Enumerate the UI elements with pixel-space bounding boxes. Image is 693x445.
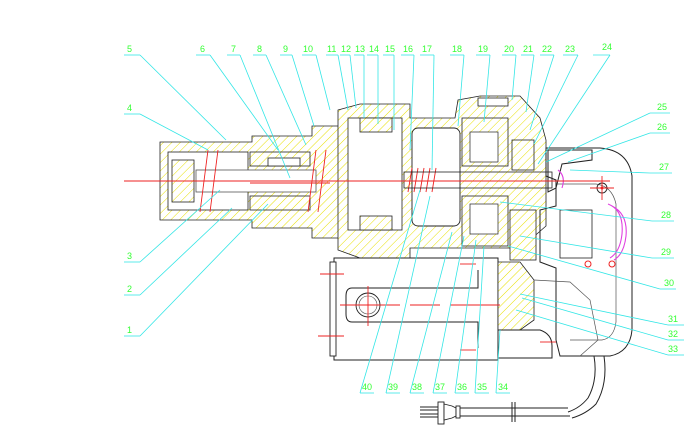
part-label-19: 19 (478, 44, 488, 54)
motor-side-plate (329, 261, 337, 357)
part-label-12: 12 (341, 44, 351, 54)
part-label-3: 3 (127, 251, 132, 261)
part-label-37: 37 (435, 382, 445, 392)
handle-rivet-1 (584, 260, 592, 268)
part-label-2: 2 (127, 284, 132, 294)
part-label-7: 7 (231, 44, 236, 54)
lever-spring (557, 169, 564, 189)
part-label-8: 8 (257, 44, 262, 54)
part-label-29: 29 (661, 247, 671, 257)
switch-block (559, 209, 593, 259)
part-label-20: 20 (504, 44, 514, 54)
part-label-18: 18 (452, 44, 462, 54)
part-label-15: 15 (385, 44, 395, 54)
part-label-23: 23 (565, 44, 575, 54)
part-label-1: 1 (127, 325, 132, 335)
part-label-39: 39 (388, 382, 398, 392)
part-label-38: 38 (412, 382, 422, 392)
part-label-21: 21 (523, 44, 533, 54)
part-label-32: 32 (668, 329, 678, 339)
intermediate-gear (509, 209, 537, 261)
main-shaft (403, 171, 553, 189)
part-label-16: 16 (403, 44, 413, 54)
part-label-28: 28 (661, 210, 671, 220)
handle-rivet-2 (608, 260, 616, 268)
part-label-40: 40 (362, 382, 372, 392)
part-label-5: 5 (127, 44, 132, 54)
part-label-4: 4 (127, 103, 132, 113)
motor-endcap (497, 329, 553, 359)
part-label-10: 10 (303, 44, 313, 54)
part-label-24: 24 (602, 42, 612, 52)
motor-slot (345, 270, 479, 348)
leader-lines (124, 54, 684, 394)
lower-housing (533, 279, 599, 357)
part-label-13: 13 (355, 44, 365, 54)
cord-strain-relief (567, 355, 606, 419)
sleeve-lower (249, 195, 311, 211)
part-label-36: 36 (457, 382, 467, 392)
part-label-31: 31 (668, 314, 678, 324)
plug (420, 401, 461, 425)
part-label-11: 11 (327, 44, 336, 54)
part-label-6: 6 (200, 44, 205, 54)
bearing-upper (359, 117, 393, 133)
gear-bore-upper (469, 131, 499, 163)
part-label-35: 35 (477, 382, 487, 392)
part-label-30: 30 (664, 278, 674, 288)
tool-body (159, 95, 633, 425)
part-label-17: 17 (422, 44, 432, 54)
part-label-34: 34 (498, 382, 508, 392)
gear-bore-lower (469, 203, 499, 235)
clutch-cavity (347, 117, 403, 231)
top-screw (477, 97, 509, 107)
motor-housing (333, 257, 499, 361)
part-label-9: 9 (283, 44, 288, 54)
part-label-26: 26 (657, 122, 667, 132)
part-label-27: 27 (659, 162, 669, 172)
handle-inner (556, 183, 617, 341)
part-label-14: 14 (369, 44, 379, 54)
part-label-22: 22 (542, 44, 552, 54)
part-label-25: 25 (657, 102, 667, 112)
part-label-33: 33 (668, 344, 678, 354)
piston-chamber (411, 127, 461, 227)
part-labels: 1 2 3 4 5 6 7 8 9 10 11 12 13 14 15 16 1… (127, 42, 678, 392)
rear-bearing (511, 139, 535, 171)
rear-handle (539, 147, 633, 357)
lock-lever (547, 149, 593, 193)
bearing-lower (359, 215, 393, 231)
centerlines (124, 176, 614, 351)
trigger-spring (607, 203, 627, 261)
retainer-block (267, 157, 301, 167)
